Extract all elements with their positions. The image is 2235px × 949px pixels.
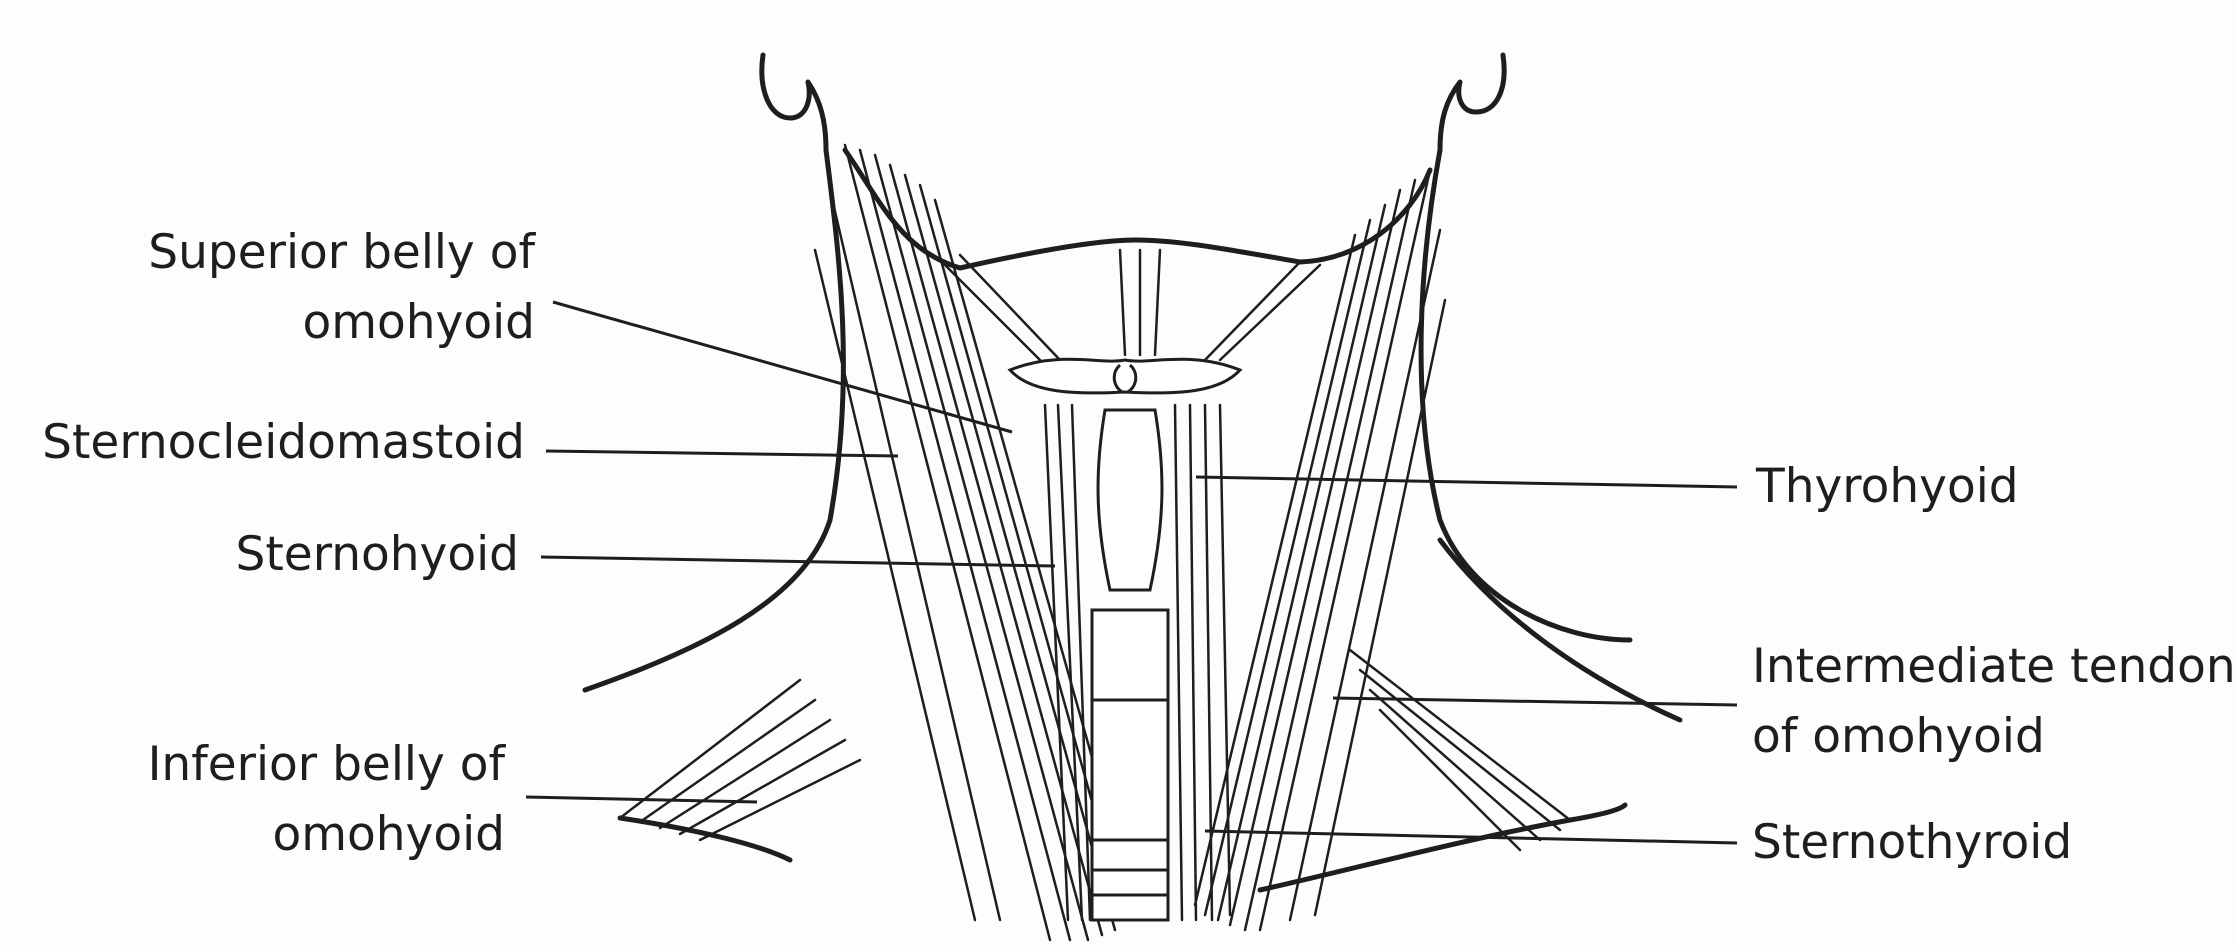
label-line: Intermediate tendon <box>1752 632 2235 702</box>
leader-line-sternocleidomastoid <box>546 451 898 456</box>
label-intermediate-tendon-of-omohyoid: Intermediate tendon of omohyoid <box>1752 632 2235 772</box>
leader-line-superior-belly <box>553 302 1012 432</box>
label-inferior-belly-of-omohyoid: Inferior belly of omohyoid <box>148 730 505 870</box>
label-thyrohyoid: Thyrohyoid <box>1756 452 2019 522</box>
label-line: Superior belly of <box>148 218 535 288</box>
label-line: Thyrohyoid <box>1756 452 2019 522</box>
label-line: Inferior belly of <box>148 730 505 800</box>
label-line: omohyoid <box>148 288 535 358</box>
leader-line-intermediate-tendon <box>1333 698 1737 705</box>
leader-line-thyrohyoid <box>1196 477 1737 487</box>
label-superior-belly-of-omohyoid: Superior belly of omohyoid <box>148 218 535 358</box>
label-line: Sternothyroid <box>1752 808 2072 878</box>
label-line: omohyoid <box>148 800 505 870</box>
leader-line-sternohyoid <box>541 557 1055 566</box>
label-line: Sternohyoid <box>236 520 519 590</box>
label-sternohyoid: Sternohyoid <box>236 520 519 590</box>
label-line: Sternocleidomastoid <box>42 408 525 478</box>
label-sternocleidomastoid: Sternocleidomastoid <box>42 408 525 478</box>
label-line: of omohyoid <box>1752 702 2235 772</box>
label-sternothyroid: Sternothyroid <box>1752 808 2072 878</box>
